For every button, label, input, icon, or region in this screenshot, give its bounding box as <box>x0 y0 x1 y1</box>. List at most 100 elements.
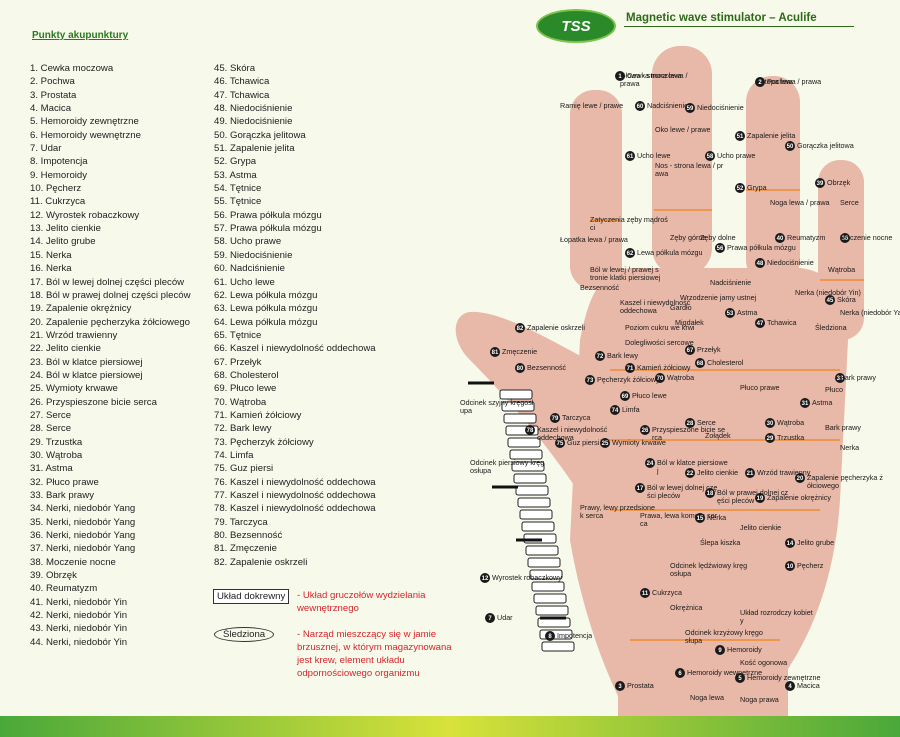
hand-label: Śledziona <box>815 323 847 332</box>
point-number: 38 <box>842 236 849 242</box>
hand-label-text: Prawy, lewy przedsione <box>580 503 655 512</box>
hand-label-text-cont: ółciowego <box>807 481 839 490</box>
point-marker <box>735 131 745 141</box>
point-number: 11 <box>642 591 649 597</box>
point-item: 5. Hemoroidy zewnętrzne <box>30 116 139 128</box>
hand-label-text: Ból w lewej dolnej czę <box>647 483 717 492</box>
point-marker <box>685 418 695 428</box>
hand-label-text: Ucho prawe <box>717 151 755 160</box>
point-number: 67 <box>687 348 694 354</box>
point-number: 68 <box>697 361 704 367</box>
hand-label-text: Migdałek <box>675 318 704 327</box>
point-marker <box>795 473 805 483</box>
hand-label-text-cont: upa <box>460 406 472 415</box>
point-item: 56. Prawa półkula mózgu <box>214 209 322 221</box>
point-item: 38. Moczenie nocne <box>30 556 116 568</box>
point-marker <box>785 538 795 548</box>
hand-label-text: Tarczyca <box>562 413 590 422</box>
hand-label-text: Lewa półkula mózgu <box>637 248 703 257</box>
point-number: 1 <box>618 74 622 80</box>
point-item: 39. Obrzęk <box>30 570 77 582</box>
hand-label: Bezsenność <box>580 283 620 292</box>
point-marker <box>655 373 665 383</box>
hand-label-text: Zapalenie jelita <box>747 131 795 140</box>
hand-label-text: Wymioty krwawe <box>612 438 666 447</box>
point-item: 11. Cukrzyca <box>30 196 86 208</box>
point-item: 22. Jelito cienkie <box>30 343 101 355</box>
hand-label-text: Jelito grube <box>797 538 834 547</box>
hand-label-text: Odcinek lędźwiowy kręg <box>670 561 747 570</box>
legend-endocrine-desc: - Układ gruczołów wydzielania wewnętrzne… <box>297 590 426 614</box>
hand-label-text: Astma <box>812 398 832 407</box>
point-item: 36. Nerki, niedobór Yang <box>30 530 136 542</box>
point-number: 22 <box>687 471 694 477</box>
legend-endocrine-box: Układ dokrewny <box>213 589 290 604</box>
point-number: 30 <box>767 421 774 427</box>
point-item: 53. Astma <box>214 169 257 181</box>
hand-label: Nadciśnienie <box>710 278 751 287</box>
point-item: 31. Astma <box>30 463 73 475</box>
hand-label: Żołądek <box>705 431 731 440</box>
point-marker <box>835 373 845 383</box>
hand-label-text: Nos - strona lewa / pr <box>655 161 724 170</box>
hand-label-text: Jelito cienkie <box>740 523 781 532</box>
point-marker <box>800 398 810 408</box>
hand-label-text: Wrzód trawienny <box>757 468 811 477</box>
hand-label-text: Cukrzyca <box>652 588 682 597</box>
point-marker <box>515 363 525 373</box>
hand-label-text: Poziom cukru we krwi <box>625 323 695 332</box>
hand-label-text: Noga lewa <box>690 693 724 702</box>
point-item: 69. Płuco lewe <box>214 383 277 395</box>
hand-label-text-cont: ci <box>590 223 596 232</box>
point-number: 18 <box>707 491 714 497</box>
point-number: 45 <box>827 298 834 304</box>
point-number: 31 <box>802 401 809 407</box>
point-marker <box>545 631 555 641</box>
point-item: 68. Cholesterol <box>214 369 279 381</box>
point-number: 21 <box>747 471 754 477</box>
hand-label-text: Stopa lewa / prawa <box>760 77 821 86</box>
hand-label: Okrężnica <box>670 603 702 612</box>
point-item: 73. Pęcherzyk żółciowy <box>214 436 314 448</box>
hand-label-text: Zapalenie oskrzeli <box>527 323 585 332</box>
point-number: 81 <box>492 350 499 356</box>
hand-label-text-cont: osłupa <box>470 466 491 475</box>
point-marker <box>595 351 605 361</box>
vertebra <box>535 605 569 616</box>
point-item: 27. Serce <box>30 409 72 421</box>
point-marker <box>620 391 630 401</box>
point-marker <box>625 248 635 258</box>
hand-label-text: Reumatyzm <box>787 233 825 242</box>
point-item: 16. Nerka <box>30 263 72 275</box>
point-marker <box>640 425 650 435</box>
hand-label-text: Żołądek <box>705 431 731 440</box>
hand-label-text: Cewka moczowa <box>627 71 681 80</box>
hand-label-text: Nerka (niedobór Yang) <box>840 308 900 317</box>
hand-label-text: Astma <box>737 308 757 317</box>
vertebra <box>513 473 547 484</box>
hand-label-text: Zapalenie okrężnicy <box>767 493 831 502</box>
point-item: 44. Nerki, niedobór Yin <box>30 636 128 648</box>
point-item: 55. Tętnice <box>214 196 262 208</box>
point-item: 18. Ból w prawej dolnej części pleców <box>30 289 191 301</box>
point-marker <box>705 488 715 498</box>
point-item: 60. Nadciśnienie <box>214 263 285 275</box>
hand-label-text-cont: oddechowa <box>620 306 657 315</box>
point-item: 21. Wrzód trawienny <box>30 329 118 341</box>
point-number: 19 <box>757 496 764 502</box>
point-number: 75 <box>557 441 564 447</box>
hand-label-text: Wątroba <box>828 265 855 274</box>
point-item: 52. Grypa <box>214 156 257 168</box>
